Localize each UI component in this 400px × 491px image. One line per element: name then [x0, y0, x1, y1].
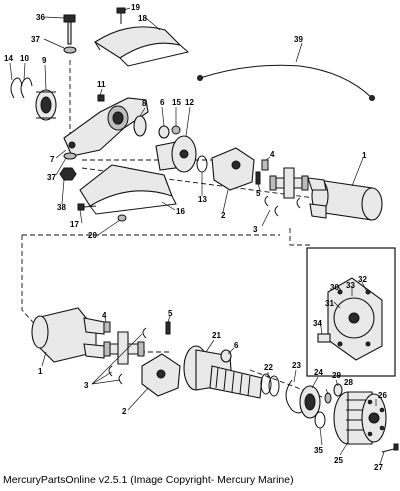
- callout-34: 34: [313, 319, 322, 328]
- callout-13: 13: [198, 195, 207, 204]
- callout-21: 21: [212, 331, 221, 340]
- part-16-lower-cover: [79, 164, 177, 215]
- part-39-cable: [197, 64, 375, 101]
- part-37-washer-lower: [63, 152, 77, 160]
- callout-15: 15: [172, 98, 181, 107]
- part-6-seal-top: [158, 125, 170, 139]
- callout-numbers: 36 19 18 37 39 14 10 9 11 8 6 15 12 7 37…: [4, 3, 387, 471]
- part-11-nut: [97, 94, 105, 102]
- callout-27: 27: [374, 463, 383, 471]
- part-14-snap-ring: [10, 77, 23, 99]
- part-7-bearing-support: [63, 97, 149, 157]
- part-1-drive-shaft-top: [307, 177, 383, 221]
- part-4-cap-bottom: [103, 321, 111, 333]
- part-28-washer: [324, 392, 332, 404]
- callout-16: 16: [176, 207, 185, 216]
- part-10-snap-ring: [20, 77, 33, 99]
- callout-19: 19: [131, 3, 140, 12]
- part-24-bearing: [299, 385, 321, 419]
- callout-33: 33: [346, 281, 355, 290]
- part-2-yoke-top: [211, 147, 255, 191]
- callout-17: 17: [70, 220, 79, 229]
- callout-1-bottom: 1: [38, 367, 43, 376]
- callout-8: 8: [142, 99, 147, 108]
- callout-10: 10: [20, 54, 29, 63]
- callout-37-lower: 37: [47, 173, 56, 182]
- callout-29: 29: [332, 371, 341, 380]
- part-5-bolt-top: [255, 171, 261, 185]
- callout-2-top: 2: [221, 211, 226, 220]
- callout-14: 14: [4, 54, 13, 63]
- callout-20: 20: [88, 231, 97, 240]
- part-9-bearing: [35, 89, 57, 121]
- callout-3-bottom: 3: [84, 381, 89, 390]
- callout-25: 25: [334, 456, 343, 465]
- part-22-o-ring: [260, 373, 280, 397]
- part-3-snap-rings-bottom: [108, 327, 147, 385]
- callout-24: 24: [314, 368, 323, 377]
- part-8-seal: [133, 115, 147, 137]
- image-caption: MercuryPartsOnline v2.5.1 (Image Copyrig…: [3, 474, 294, 486]
- callout-38: 38: [57, 203, 66, 212]
- callout-4-bottom: 4: [102, 311, 107, 320]
- part-1-drive-shaft-bottom: [31, 307, 105, 363]
- part-20-washer: [117, 214, 127, 222]
- callout-32: 32: [358, 275, 367, 284]
- callout-30: 30: [330, 283, 339, 292]
- callout-31: 31: [325, 299, 334, 308]
- part-19-bolt: [116, 7, 126, 24]
- part-37-washer-top: [63, 46, 77, 54]
- callout-22: 22: [264, 363, 273, 372]
- callout-6-bottom: 6: [234, 341, 239, 350]
- part-3-snap-rings-top: [264, 195, 301, 217]
- exploded-parts-diagram: 36 19 18 37 39 14 10 9 11 8 6 15 12 7 37…: [4, 3, 399, 471]
- callout-9: 9: [42, 56, 47, 65]
- part-36-bolt: [63, 14, 76, 45]
- part-18-upper-cover: [93, 26, 190, 67]
- universal-joint-cross-top: [269, 167, 309, 199]
- callout-11: 11: [97, 80, 106, 89]
- callout-4-top: 4: [270, 150, 275, 159]
- callout-12: 12: [185, 98, 194, 107]
- callout-5-bottom: 5: [168, 309, 173, 318]
- callout-1-top: 1: [362, 151, 367, 160]
- part-13-o-ring: [196, 155, 208, 173]
- universal-joint-cross-bottom: [103, 331, 145, 365]
- callout-39: 39: [294, 35, 303, 44]
- callout-28: 28: [344, 378, 353, 387]
- callout-36: 36: [36, 13, 45, 22]
- part-17-bolt: [77, 203, 97, 211]
- inset-panel: [306, 247, 396, 377]
- callout-23: 23: [292, 361, 301, 370]
- part-26-flange: [361, 393, 387, 443]
- part-38-nut: [59, 167, 77, 181]
- callout-18: 18: [138, 14, 147, 23]
- part-29-seal: [333, 383, 343, 397]
- callout-6-top: 6: [160, 98, 165, 107]
- part-2-yoke-bottom: [141, 353, 181, 397]
- callout-2-bottom: 2: [122, 407, 127, 416]
- leader-lines: [9, 7, 385, 465]
- part-15-washer: [171, 125, 181, 135]
- part-27-bolt: [381, 443, 399, 453]
- callout-7: 7: [50, 155, 55, 164]
- callout-5-top: 5: [256, 189, 261, 198]
- callout-35: 35: [314, 446, 323, 455]
- part-12-flange: [155, 135, 197, 173]
- callout-26: 26: [378, 391, 387, 400]
- part-5-bolt-bottom: [165, 321, 171, 335]
- part-6-seal-bottom: [220, 349, 232, 363]
- part-4-cap-top: [261, 159, 269, 171]
- callout-37-top: 37: [31, 35, 40, 44]
- callout-3-top: 3: [253, 225, 258, 234]
- part-35-o-ring: [314, 411, 326, 429]
